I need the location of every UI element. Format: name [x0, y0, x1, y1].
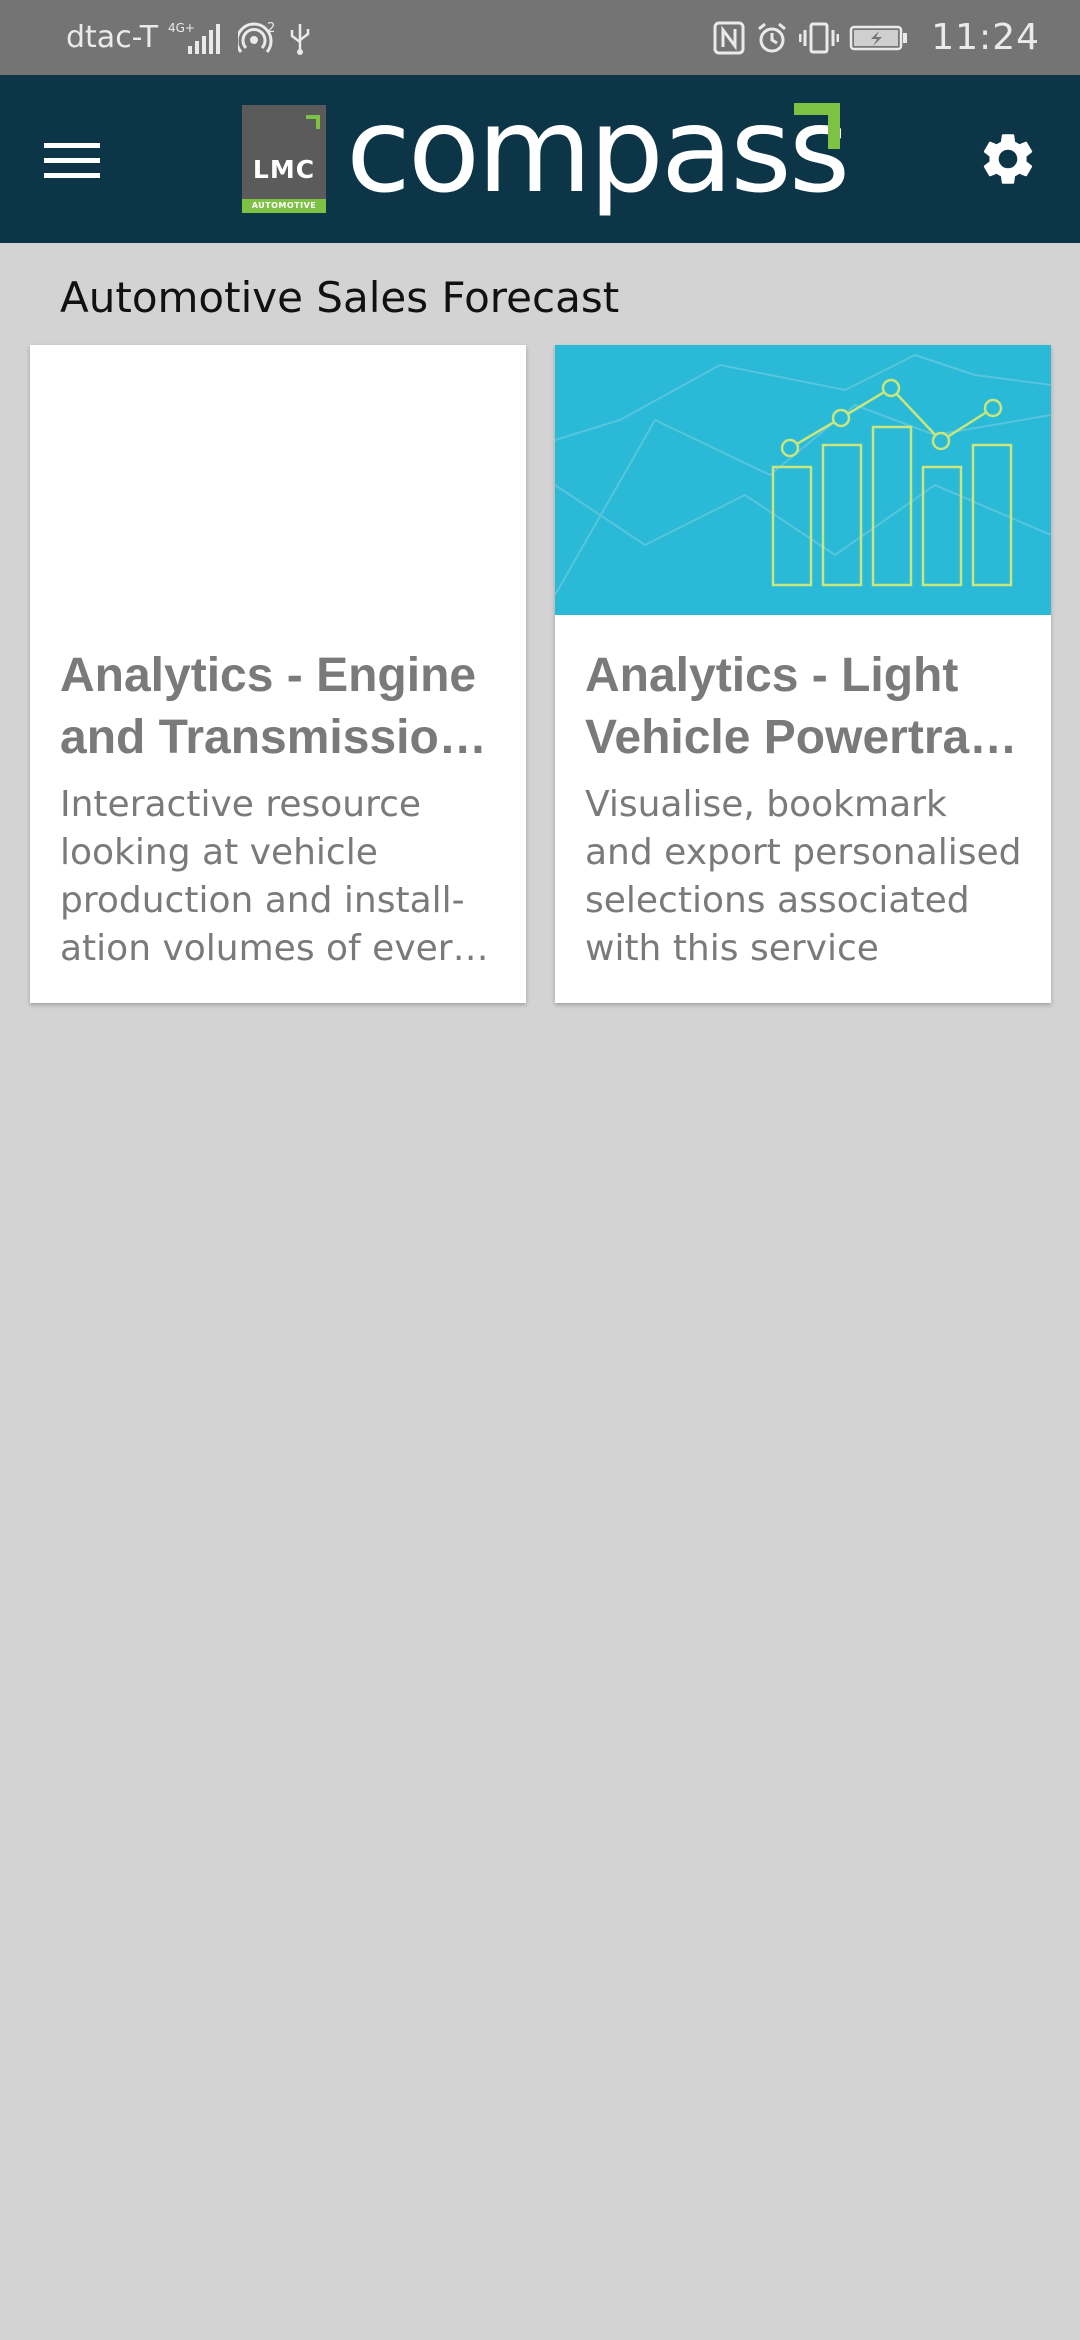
nfc-icon [713, 21, 745, 55]
card-title: Analytics - Engine and Transmission Fore… [60, 649, 477, 764]
card-image-chart [555, 345, 1051, 615]
logo-corner-small-icon [306, 115, 320, 129]
hotspot-icon: 2 [238, 20, 278, 56]
status-left: dtac-T 4G+ 2 [66, 20, 312, 56]
card-light-vehicle-powertrain[interactable]: Analytics - Light Vehicle Powertrain For… [555, 345, 1051, 1003]
battery-icon [849, 23, 909, 53]
section-title: Automotive Sales Forecast [60, 273, 620, 322]
logo-automotive-text: AUTOMOTIVE [242, 199, 326, 213]
carrier-name: dtac-T [66, 20, 159, 55]
signal-icon: 4G+ [168, 20, 228, 56]
card-engine-transmission[interactable]: Analytics - Engine and Transmission Fore… [30, 345, 526, 1003]
app-bar: LMC AUTOMOTIVE compass [0, 75, 1080, 243]
alarm-icon [755, 21, 789, 55]
menu-icon [44, 143, 100, 178]
card-image-blank [30, 345, 526, 615]
compass-logo: LMC AUTOMOTIVE compass [242, 91, 850, 221]
logo-corner-icon [794, 103, 840, 149]
bar-chart-illustration-icon [555, 353, 1051, 596]
vibrate-icon [799, 21, 840, 55]
menu-button[interactable] [36, 125, 108, 197]
status-right: 11:24 [713, 17, 1040, 58]
card-description: Visualise, bookmark and export personali… [585, 784, 1022, 969]
card-title: Analytics - Light Vehicle Powertrain For… [585, 649, 1012, 764]
logo-wordmark: compass [346, 81, 850, 219]
usb-icon [288, 20, 312, 56]
svg-text:2: 2 [267, 21, 275, 36]
logo-lmc-text: LMC [252, 155, 316, 184]
clock: 11:24 [931, 17, 1040, 58]
card-description: Interactive resource looking at vehicle … [60, 784, 474, 969]
svg-text:4G+: 4G+ [168, 21, 195, 35]
settings-button[interactable] [968, 119, 1048, 199]
lmc-logo-box: LMC AUTOMOTIVE [242, 105, 326, 213]
status-bar: dtac-T 4G+ 2 [0, 0, 1080, 75]
gear-icon [983, 134, 1033, 184]
